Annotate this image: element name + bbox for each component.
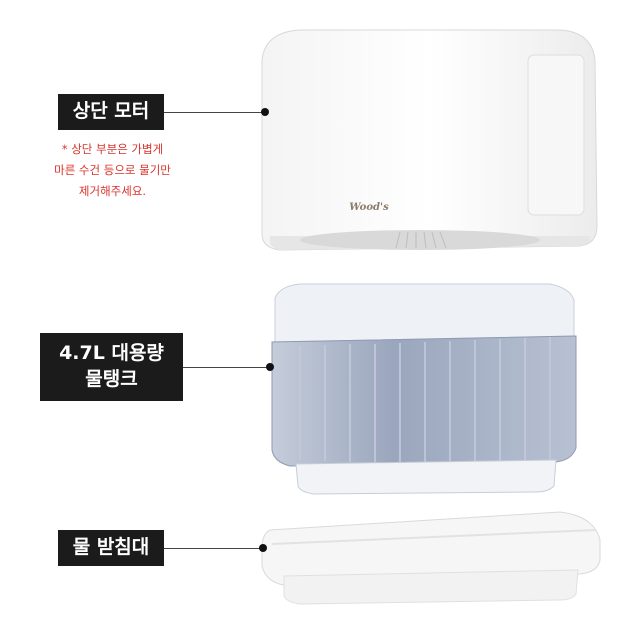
top-motor-unit: Wood's bbox=[261, 29, 598, 251]
care-note-line-1: * 상단 부분은 가볍게 bbox=[61, 142, 164, 156]
tank-leader-dot bbox=[266, 363, 274, 371]
water-tank-label: 4.7L 대용량 물탱크 bbox=[40, 333, 183, 401]
care-note: * 상단 부분은 가볍게 마른 수건 등으로 물기만 제거해주세요. bbox=[30, 139, 195, 202]
water-tray-label: 물 받침대 bbox=[58, 530, 164, 566]
brand-logo: Wood's bbox=[349, 202, 389, 213]
water-tank-label-line-1: 4.7L 대용량 bbox=[59, 342, 164, 365]
tray-leader-dot bbox=[259, 544, 267, 552]
tray-leader-line bbox=[164, 548, 262, 549]
water-tank-label-line-2: 물탱크 bbox=[85, 368, 138, 390]
water-tray bbox=[261, 511, 601, 605]
tank-leader-line bbox=[183, 367, 269, 368]
motor-leader-dot bbox=[261, 108, 269, 116]
top-motor-label: 상단 모터 bbox=[58, 94, 164, 130]
water-tank bbox=[271, 283, 577, 495]
care-note-line-2: 마른 수건 등으로 물기만 bbox=[54, 163, 171, 177]
care-note-line-3: 제거해주세요. bbox=[78, 184, 147, 198]
motor-leader-line bbox=[164, 112, 264, 113]
